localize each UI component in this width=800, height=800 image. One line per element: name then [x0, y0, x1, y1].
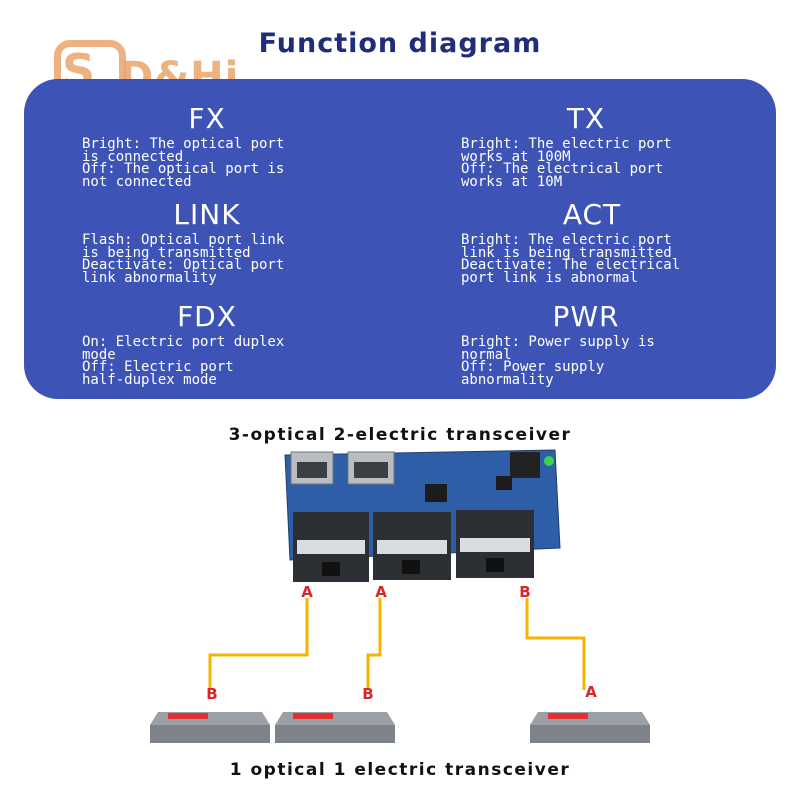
indicator-description: On: Electric port duplex mode Off: Elect…	[82, 334, 332, 388]
desc-line: Off: The optical port is	[82, 161, 285, 177]
media-converter-2	[275, 712, 395, 743]
fiber-link-2	[366, 598, 382, 690]
desc-line: is being transmitted	[82, 244, 251, 261]
bottom-device-label: 1 optical 1 electric transceiver	[229, 760, 571, 780]
indicator-description: Bright: Power supply is normal Off: Powe…	[461, 334, 711, 388]
indicator-title: TX	[566, 102, 606, 135]
desc-line: Bright: The optical port	[82, 136, 285, 152]
transceiver-board-3o2e	[284, 449, 561, 582]
indicator-title: ACT	[562, 198, 622, 231]
desc-line: Flash: Optical port link	[82, 232, 285, 248]
fiber-link-1	[208, 598, 309, 690]
port-label: B	[519, 583, 530, 601]
desc-line: half-duplex mode	[82, 371, 217, 388]
indicator-title: FDX	[177, 300, 237, 333]
fiber-link-3	[525, 598, 586, 690]
indicator-title: PWR	[552, 300, 620, 333]
port-label: A	[375, 583, 387, 601]
indicator-description: Bright: The electric port link is being …	[461, 232, 723, 286]
top-device-label: 3-optical 2-electric transceiver	[228, 425, 572, 445]
media-converter-1	[150, 712, 270, 743]
desc-line: Off: The electrical port	[461, 161, 664, 177]
desc-line: works at 10M	[461, 173, 563, 190]
indicator-fx: FX Bright: The optical port is connected…	[82, 102, 332, 190]
desc-line: Off: Power supply	[461, 359, 605, 375]
indicator-link: LINK Flash: Optical port link is being t…	[82, 198, 332, 286]
desc-line: mode	[82, 346, 116, 363]
indicator-description: Bright: The optical port is connected Of…	[82, 136, 332, 190]
desc-line: port link is abnormal	[461, 269, 639, 286]
port-label: A	[585, 683, 597, 701]
desc-line: is connected	[82, 148, 184, 165]
indicator-tx: TX Bright: The electric port works at 10…	[461, 102, 711, 190]
desc-line: abnormality	[461, 371, 554, 388]
desc-line: link is being transmitted	[461, 244, 672, 261]
desc-line: Deactivate: The electrical	[461, 257, 681, 273]
desc-line: not connected	[82, 173, 192, 190]
indicator-fdx: FDX On: Electric port duplex mode Off: E…	[82, 300, 332, 388]
port-label: A	[301, 583, 313, 601]
power-jack-icon	[510, 452, 540, 478]
page-title: Function diagram	[258, 28, 542, 59]
indicator-title: FX	[188, 102, 226, 135]
chip-icon	[425, 484, 447, 502]
port-label: B	[362, 685, 373, 703]
led-icon	[544, 456, 554, 466]
fiber-links	[208, 598, 586, 690]
desc-line: normal	[461, 346, 512, 363]
media-converter-3	[530, 712, 650, 743]
desc-line: Deactivate: Optical port	[82, 257, 285, 273]
desc-line: Bright: The electric port	[461, 232, 672, 248]
indicator-description: Flash: Optical port link is being transm…	[82, 232, 332, 286]
indicator-panel	[24, 79, 776, 399]
desc-line: Bright: Power supply is	[461, 334, 655, 350]
indicator-pwr: PWR Bright: Power supply is normal Off: …	[461, 300, 711, 388]
desc-line: works at 100M	[461, 148, 571, 165]
desc-line: Off: Electric port	[82, 359, 234, 375]
desc-line: link abnormality	[82, 269, 217, 286]
indicator-description: Bright: The electric port works at 100M …	[461, 136, 711, 190]
desc-line: On: Electric port duplex	[82, 334, 285, 350]
indicator-title: LINK	[173, 198, 241, 231]
indicator-act: ACT Bright: The electric port link is be…	[461, 198, 723, 286]
port-label: B	[206, 685, 217, 703]
desc-line: Bright: The electric port	[461, 136, 672, 152]
